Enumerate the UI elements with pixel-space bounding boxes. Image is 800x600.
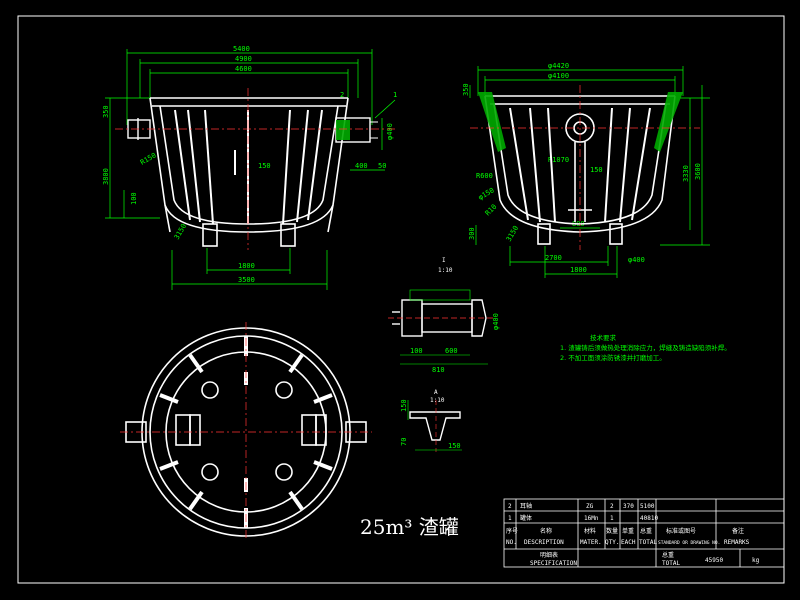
spec-label-en: SPECIFICATION (530, 560, 577, 567)
total-weight: 45950 (705, 557, 723, 564)
side-right-hatch (654, 92, 683, 152)
drawing-title: 25m³ 渣罐 (360, 515, 459, 539)
detail-a-dim-70: 70 (400, 438, 408, 446)
hdr-single-en: EACH (621, 539, 636, 546)
hdr-material-en: MATER. (580, 539, 602, 546)
plan-view (120, 322, 372, 540)
front-view: 5400 4900 4600 350 3800 100 1800 3500 15… (102, 45, 397, 290)
side-dim-phi4100: φ4100 (548, 72, 569, 80)
detail-i-scale: 1:10 (438, 267, 453, 274)
hdr-std: 标准或图号 (666, 527, 696, 535)
side-dim-150: 150 (590, 166, 603, 174)
title-block: 2 耳轴 ZG 2 370 5100 1 罐体 16Mn 1 40810 序号 … (503, 498, 785, 568)
detail-a-scale: 1:10 (430, 397, 445, 404)
rib-detail: A 1:10 150 70 150 (400, 389, 462, 452)
trunnion-detail: I 1:10 φ400 100 600 810 (388, 257, 500, 374)
tech-line-1: 1. 渣罐铸后须做热处理消除应力，焊缝及铸造缺陷须补焊。 (560, 343, 731, 352)
row2-weight: 370 (623, 503, 634, 510)
row2-total: 5100 (640, 503, 655, 510)
weight-unit: kg (752, 557, 760, 564)
side-dim-3330: 3330 (682, 165, 690, 182)
side-dim-r600: R600 (476, 172, 493, 180)
front-label-1: 1 (393, 91, 397, 99)
tech-heading: 技术要求 (590, 333, 617, 342)
row2-name: 耳轴 (520, 502, 532, 510)
row2-material: ZG (586, 503, 594, 510)
front-dim-150: 150 (258, 162, 271, 170)
weight-label: 总重 (662, 551, 674, 559)
side-dim-phi4420: φ4420 (548, 62, 569, 70)
row1-qty: 1 (610, 515, 614, 522)
side-dim-3150: 3150 (505, 224, 520, 243)
front-dim-r150: R150 (139, 151, 158, 166)
row1-no: 1 (508, 515, 512, 522)
front-dim-4600: 4600 (235, 65, 252, 73)
hdr-qty-en: QTY. (605, 539, 619, 546)
hdr-material: 材料 (584, 527, 596, 535)
row2-no: 2 (508, 503, 512, 510)
detail-i-dim-100: 100 (410, 347, 423, 355)
hdr-no: 序号 (506, 527, 518, 535)
detail-a-dim-150-top: 150 (400, 399, 408, 412)
side-dim-300: 300 (468, 227, 476, 240)
front-label-2: 2 (340, 91, 344, 99)
side-dim-3600: 3600 (694, 163, 702, 180)
detail-a-label: A (434, 389, 438, 396)
hdr-qty: 数量 (606, 527, 618, 535)
hdr-remarks: 备注 (732, 527, 744, 535)
front-dim-400: 400 (355, 162, 368, 170)
side-dim-350: 350 (462, 83, 470, 96)
side-dim-r1070: R1070 (548, 156, 569, 164)
spec-label: 明细表 (540, 551, 558, 559)
hdr-total-en: TOTAL (639, 539, 657, 546)
front-dim-3150: 3150 (173, 222, 188, 241)
front-dim-3500: 3500 (238, 276, 255, 284)
detail-i-dim-810: 810 (432, 366, 445, 374)
front-dim-4900: 4900 (235, 55, 252, 63)
hdr-no-en: NO. (506, 539, 517, 546)
tech-line-2: 2. 不加工面须涂防锈漆并打磨加工。 (560, 353, 666, 362)
front-right-trunnion (335, 117, 378, 143)
side-view: φ4420 φ4100 3330 3600 350 R600 φ150 R10 … (462, 62, 710, 278)
front-dim-phi400: φ400 (386, 123, 394, 140)
detail-i-dim-600: 600 (445, 347, 458, 355)
side-dim-1800: 1800 (570, 266, 587, 274)
row1-total: 40810 (640, 515, 658, 522)
hdr-name-en: DESCRIPTION (524, 539, 564, 546)
front-dim-5400: 5400 (233, 45, 250, 53)
detail-a-dim-150: 150 (448, 442, 461, 450)
side-dim-2700: 2700 (545, 254, 562, 262)
side-dim-phi400: φ400 (628, 256, 645, 264)
side-dim-r10: R10 (484, 203, 499, 218)
hdr-remarks-en: REMARKS (724, 539, 750, 546)
hdr-total: 总重 (640, 527, 652, 535)
row1-material: 16Mn (584, 515, 599, 522)
weight-label-en: TOTAL (662, 560, 680, 567)
side-left-hatch (478, 92, 506, 152)
tech-requirements: 技术要求 1. 渣罐铸后须做热处理消除应力，焊缝及铸造缺陷须补焊。 2. 不加工… (560, 333, 731, 362)
front-dim-3800: 3800 (102, 168, 110, 185)
front-dim-100: 100 (130, 192, 138, 205)
detail-i-label: I (442, 257, 446, 264)
detail-i-dim-phi400: φ400 (492, 313, 500, 330)
side-dim-phi150: φ150 (477, 186, 496, 201)
hdr-std-en: STANDARD OR DRAWING NO. (658, 540, 720, 546)
row2-qty: 2 (610, 503, 614, 510)
hdr-name: 名称 (540, 527, 552, 535)
drawing-border (17, 15, 785, 584)
hdr-single: 单重 (622, 527, 634, 535)
row1-name: 罐体 (520, 514, 532, 522)
front-dim-50: 50 (378, 162, 386, 170)
front-dim-350: 350 (102, 105, 110, 118)
front-dim-1800: 1800 (238, 262, 255, 270)
